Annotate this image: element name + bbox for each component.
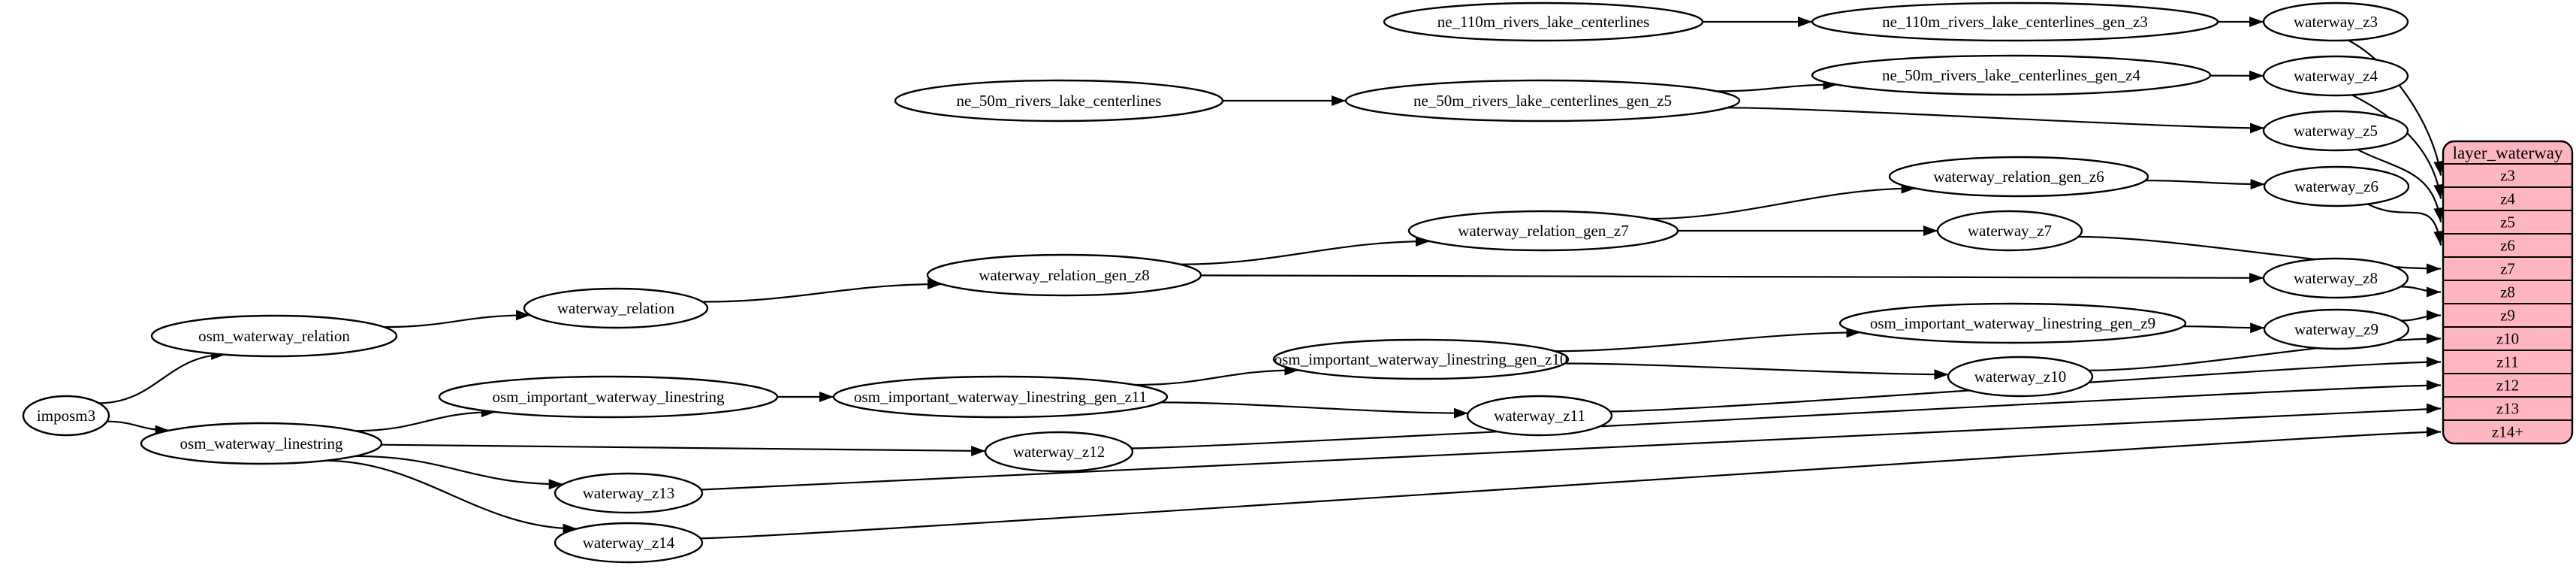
node-label-ne_50m_rivers_lake_centerlines_gen_z4: ne_50m_rivers_lake_centerlines_gen_z4	[1882, 66, 2141, 84]
node-label-waterway_z7: waterway_z7	[1968, 222, 2052, 240]
node-ne_50m_rivers_lake_centerlines: ne_50m_rivers_lake_centerlines	[895, 80, 1223, 121]
table-row-z3: z3	[2500, 167, 2515, 185]
node-label-waterway_z3: waterway_z3	[2294, 13, 2378, 31]
node-label-osm_important_waterway_linestring_gen_z11: osm_important_waterway_linestring_gen_z1…	[854, 388, 1147, 406]
node-label-ne_110m_rivers_lake_centerlines: ne_110m_rivers_lake_centerlines	[1437, 13, 1650, 31]
node-ne_110m_rivers_lake_centerlines: ne_110m_rivers_lake_centerlines	[1384, 3, 1703, 41]
node-label-waterway_z4: waterway_z4	[2294, 67, 2378, 85]
edge-waterway_relation_gen_z7-to-waterway_relation_gen_z6	[1649, 189, 1916, 219]
node-ne_110m_rivers_lake_centerlines_gen_z3: ne_110m_rivers_lake_centerlines_gen_z3	[1812, 3, 2218, 41]
node-waterway_z10: waterway_z10	[1948, 357, 2092, 396]
node-osm_waterway_linestring: osm_waterway_linestring	[141, 423, 382, 464]
edge-osm_waterway_linestring-to-osm_important_waterway_linestring	[355, 412, 496, 431]
node-label-osm_important_waterway_linestring: osm_important_waterway_linestring	[492, 388, 725, 406]
node-label-waterway_relation_gen_z8: waterway_relation_gen_z8	[979, 266, 1149, 284]
table-row-z5: z5	[2500, 213, 2515, 232]
edge-osm_important_waterway_linestring_gen_z10-to-osm_important_waterway_linestring_gen_z9	[1555, 332, 1860, 351]
edge-waterway_relation-to-waterway_relation_gen_z8	[702, 284, 942, 302]
edge-waterway_z9-to-row-z9	[2401, 316, 2441, 321]
node-waterway_z7: waterway_z7	[1938, 211, 2082, 250]
table-row-z14+: z14+	[2492, 423, 2523, 441]
node-label-waterway_z12: waterway_z12	[1013, 443, 1105, 461]
edge-waterway_z6-to-row-z6	[2368, 204, 2442, 245]
node-waterway_z13: waterway_z13	[555, 474, 702, 513]
edge-osm_waterway_relation-to-waterway_relation	[384, 315, 530, 327]
node-label-osm_waterway_linestring: osm_waterway_linestring	[180, 434, 343, 452]
edge-osm_important_waterway_linestring_gen_z11-to-waterway_z11	[1160, 402, 1467, 413]
node-label-osm_waterway_relation: osm_waterway_relation	[198, 327, 350, 345]
edge-imposm3-to-osm_waterway_relation	[99, 355, 226, 404]
node-label-imposm3: imposm3	[37, 407, 95, 425]
table-row-z4: z4	[2500, 190, 2515, 208]
node-waterway_relation_gen_z7: waterway_relation_gen_z7	[1409, 211, 1678, 250]
node-label-waterway_z14: waterway_z14	[583, 534, 675, 552]
node-label-waterway_relation: waterway_relation	[557, 299, 675, 317]
edge-waterway_relation_gen_z8-to-waterway_relation_gen_z7	[1180, 241, 1430, 265]
table-row-z7: z7	[2500, 260, 2515, 278]
node-waterway_z5: waterway_z5	[2264, 111, 2408, 150]
edge-ne_50m_rivers_lake_centerlines_gen_z5-to-waterway_z5	[1727, 107, 2264, 128]
node-label-waterway_z9: waterway_z9	[2294, 320, 2378, 338]
edge-waterway_relation_gen_z6-to-waterway_z6	[2146, 180, 2265, 184]
edge-osm_waterway_linestring-to-waterway_z14	[325, 461, 578, 529]
node-label-ne_110m_rivers_lake_centerlines_gen_z3: ne_110m_rivers_lake_centerlines_gen_z3	[1882, 13, 2148, 31]
table-layer_waterway: layer_waterway z3 z4 z5 z6 z7 z8 z9 z10 z11 z12 z13…	[2443, 141, 2572, 443]
node-waterway_z9: waterway_z9	[2264, 310, 2409, 349]
nodes-layer: imposm3 osm_waterway_relation osm_waterway…	[23, 3, 2409, 562]
node-label-waterway_z8: waterway_z8	[2294, 269, 2378, 287]
node-waterway_z3: waterway_z3	[2264, 3, 2408, 41]
node-waterway_z12: waterway_z12	[985, 432, 1133, 471]
node-osm_important_waterway_linestring_gen_z9: osm_important_waterway_linestring_gen_z9	[1840, 304, 2185, 343]
edge-ne_50m_rivers_lake_centerlines_gen_z5-to-ne_50m_rivers_lake_centerlines_gen_z4	[1717, 85, 1838, 92]
edge-waterway_z14-to-row-z14+	[701, 432, 2442, 539]
node-waterway_relation: waterway_relation	[524, 289, 707, 328]
node-osm_important_waterway_linestring_gen_z10: osm_important_waterway_linestring_gen_z1…	[1274, 340, 1568, 379]
table-row-z13: z13	[2496, 400, 2519, 418]
node-osm_important_waterway_linestring: osm_important_waterway_linestring	[439, 377, 777, 417]
node-label-waterway_z6: waterway_z6	[2294, 177, 2378, 195]
node-waterway_relation_gen_z8: waterway_relation_gen_z8	[928, 255, 1201, 295]
node-label-ne_50m_rivers_lake_centerlines: ne_50m_rivers_lake_centerlines	[957, 92, 1162, 110]
table-row-z11: z11	[2496, 353, 2519, 371]
node-label-waterway_z11: waterway_z11	[1494, 407, 1585, 425]
node-waterway_z8: waterway_z8	[2264, 259, 2408, 298]
edge-osm_important_waterway_linestring_gen_z10-to-waterway_z10	[1565, 364, 1949, 375]
node-label-osm_important_waterway_linestring_gen_z9: osm_important_waterway_linestring_gen_z9	[1870, 314, 2155, 332]
edge-waterway_z8-to-row-z8	[2400, 286, 2441, 292]
edge-imposm3-to-osm_waterway_linestring	[107, 422, 169, 431]
table-row-z6: z6	[2500, 237, 2515, 255]
node-label-waterway_z10: waterway_z10	[1974, 368, 2066, 386]
node-waterway_z6: waterway_z6	[2264, 167, 2409, 206]
edge-osm_important_waterway_linestring_gen_z11-to-osm_important_waterway_linestring_gen_z10	[1135, 371, 1299, 386]
node-waterway_z11: waterway_z11	[1467, 396, 1612, 435]
edge-waterway_relation_gen_z8-to-waterway_z8	[1201, 275, 2264, 277]
edges-layer	[99, 22, 2441, 538]
table-row-z12: z12	[2496, 377, 2519, 395]
node-label-osm_important_waterway_linestring_gen_z10: osm_important_waterway_linestring_gen_z1…	[1274, 350, 1568, 368]
edge-osm_waterway_linestring-to-waterway_z12	[382, 445, 985, 451]
node-ne_50m_rivers_lake_centerlines_gen_z4: ne_50m_rivers_lake_centerlines_gen_z4	[1812, 56, 2210, 95]
table-row-z8: z8	[2500, 283, 2515, 301]
node-osm_waterway_relation: osm_waterway_relation	[152, 316, 397, 356]
table-row-z10: z10	[2496, 330, 2519, 348]
node-osm_important_waterway_linestring_gen_z11: osm_important_waterway_linestring_gen_z1…	[834, 377, 1167, 417]
node-label-waterway_relation_gen_z7: waterway_relation_gen_z7	[1458, 222, 1628, 240]
table-row-z9: z9	[2500, 307, 2515, 325]
node-label-waterway_z13: waterway_z13	[583, 484, 674, 502]
node-imposm3: imposm3	[23, 396, 109, 435]
node-label-waterway_z5: waterway_z5	[2294, 122, 2378, 140]
node-waterway_relation_gen_z6: waterway_relation_gen_z6	[1890, 157, 2148, 196]
node-label-waterway_relation_gen_z6: waterway_relation_gen_z6	[1933, 168, 2104, 186]
node-ne_50m_rivers_lake_centerlines_gen_z5: ne_50m_rivers_lake_centerlines_gen_z5	[1346, 80, 1739, 121]
node-label-ne_50m_rivers_lake_centerlines_gen_z5: ne_50m_rivers_lake_centerlines_gen_z5	[1413, 92, 1672, 110]
table-title: layer_waterway	[2453, 144, 2563, 162]
edge-osm_important_waterway_linestring_gen_z9-to-waterway_z9	[2183, 326, 2264, 328]
node-waterway_z4: waterway_z4	[2264, 56, 2408, 95]
node-waterway_z14: waterway_z14	[555, 523, 702, 562]
